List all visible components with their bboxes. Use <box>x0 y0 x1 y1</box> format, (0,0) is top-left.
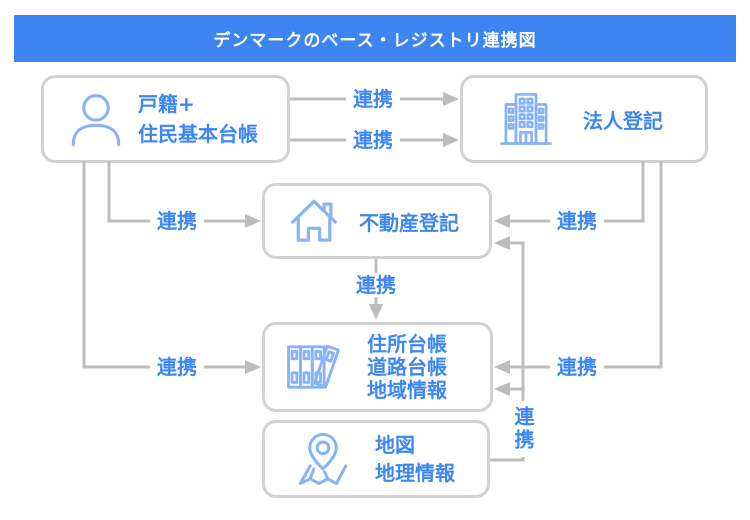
diagram-title: デンマークのベース・レジストリ連携図 <box>14 15 736 62</box>
node-label-line: 住民基本台帳 <box>138 122 258 146</box>
node-label: 戸籍+ 住民基本台帳 <box>138 89 258 149</box>
node-label: 住所台帳 道路台帳 地域情報 <box>367 331 447 402</box>
wire-corporate-address <box>510 161 663 369</box>
books-icon <box>285 338 349 396</box>
arrowhead-down-icon <box>369 304 383 320</box>
node-label: 不動産登記 <box>359 207 459 236</box>
node-label-line: 住所台帳 <box>367 331 447 356</box>
link-label: 連携 <box>511 401 535 457</box>
node-label: 法人登記 <box>583 105 663 134</box>
node-family-registry: 戸籍+ 住民基本台帳 <box>41 75 290 163</box>
node-realestate-registry: 不動産登記 <box>262 183 492 259</box>
node-label-line: 道路台帳 <box>367 354 447 379</box>
link-label: 連携 <box>349 273 403 297</box>
link-label: 連携 <box>346 87 400 111</box>
arrowhead-right-icon <box>245 214 261 228</box>
arrowhead-left-icon <box>494 360 510 374</box>
node-address-registry: 住所台帳 道路台帳 地域情報 <box>262 322 493 412</box>
node-label-line: 地理情報 <box>375 461 455 485</box>
arrowhead-left-icon <box>494 214 510 228</box>
link-label: 連携 <box>150 355 204 379</box>
map-pin-icon <box>295 431 351 487</box>
link-label: 連携 <box>346 128 400 152</box>
node-label-line: 地域情報 <box>367 377 447 402</box>
arrowhead-left-icon <box>494 236 510 250</box>
arrowhead-right-icon <box>443 133 459 147</box>
node-label-line: 地図 <box>375 433 415 457</box>
person-icon <box>68 91 124 147</box>
wire-family-address <box>82 161 245 369</box>
node-map-registry: 地図 地理情報 <box>262 420 490 498</box>
house-icon <box>287 194 341 248</box>
link-label: 連携 <box>550 209 604 233</box>
arrowhead-left-icon <box>494 382 510 396</box>
node-label-line: 戸籍+ <box>138 92 195 116</box>
link-label: 連携 <box>550 355 604 379</box>
node-label-line: 法人登記 <box>583 108 663 133</box>
node-label-line: 不動産登記 <box>359 210 459 235</box>
arrowhead-right-icon <box>245 360 261 374</box>
building-icon <box>497 88 555 150</box>
arrowhead-right-icon <box>443 92 459 106</box>
link-label: 連携 <box>150 209 204 233</box>
node-corporate-registry: 法人登記 <box>460 75 708 163</box>
node-label: 地図 地理情報 <box>375 431 455 487</box>
